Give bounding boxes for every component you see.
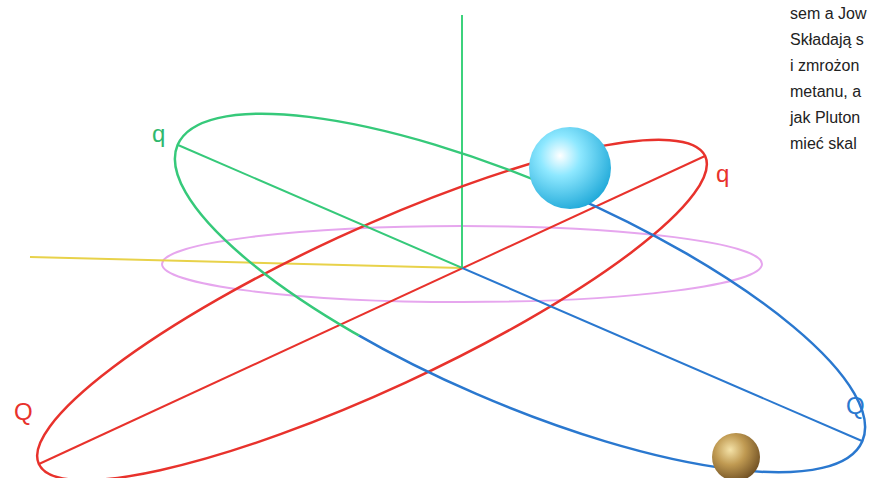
apsis-label: q	[152, 120, 165, 149]
orbit-ellipse	[134, 44, 875, 478]
apsidal-line	[178, 145, 862, 441]
orbit-upper-half	[134, 44, 875, 478]
orbit-ellipse	[5, 83, 738, 478]
planet-sphere	[529, 127, 611, 209]
body-text-line: metanu, a	[790, 82, 861, 101]
body-text-line: jak Pluton	[790, 108, 860, 127]
body-text-line: mieć skal	[790, 134, 857, 153]
apsidal-line	[178, 145, 862, 441]
body-text-line: i zmrożon	[790, 56, 859, 75]
apsidal-line	[39, 156, 705, 464]
vertical-axis	[461, 15, 463, 268]
apsis-label: Q	[14, 398, 33, 427]
body-text-line: Składają s	[790, 30, 864, 49]
body-text-line: sem a Jow	[790, 4, 866, 23]
apsis-label: Q	[846, 392, 865, 421]
orbit-ellipse	[134, 44, 875, 478]
body-sphere	[712, 433, 760, 478]
orbit-lower-half	[134, 44, 875, 478]
red-orbit	[5, 83, 738, 478]
apsis-label: q	[716, 160, 729, 189]
